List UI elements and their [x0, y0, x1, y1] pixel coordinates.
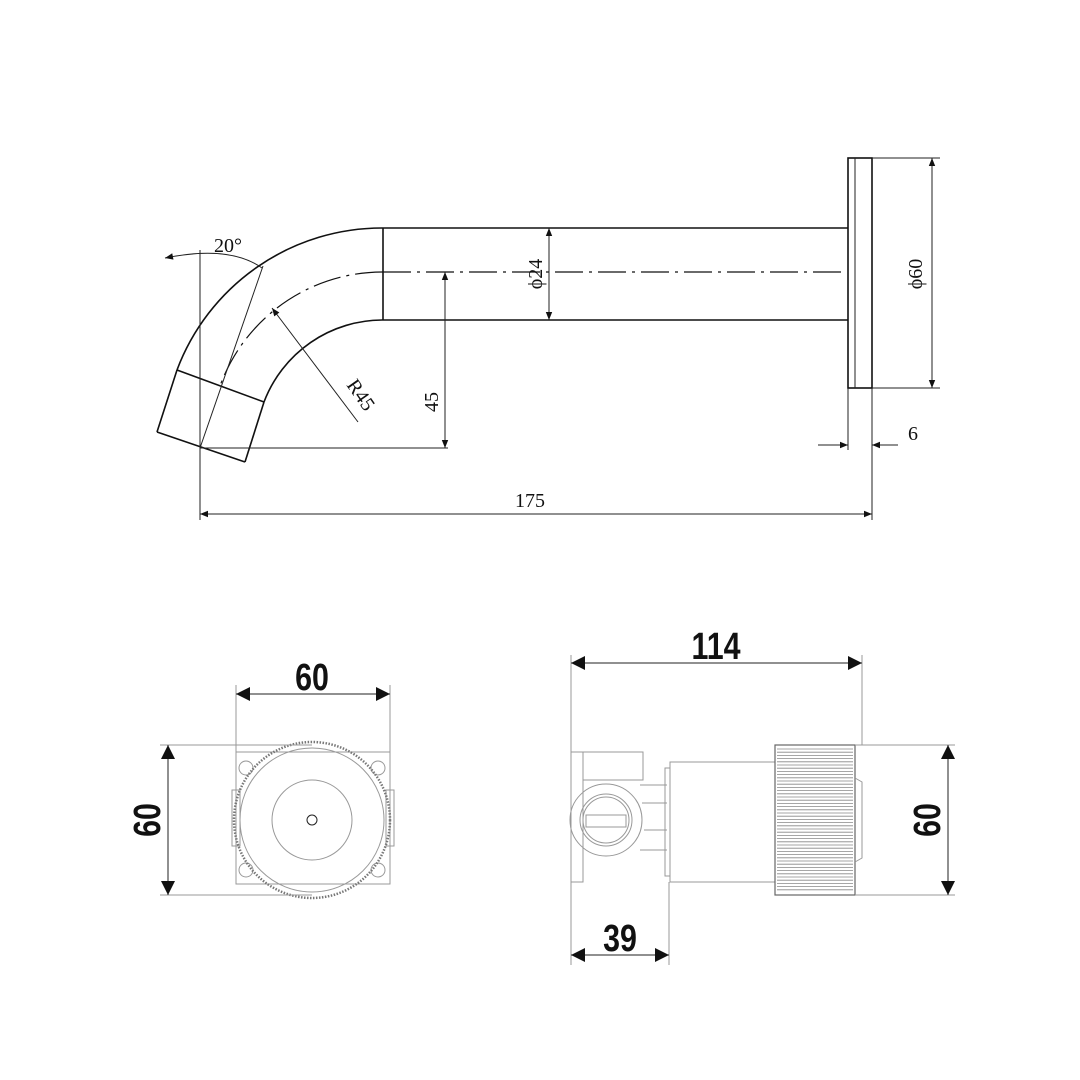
- valve-side-view: 114 60 39: [569, 626, 955, 965]
- spout-body: [156, 227, 848, 463]
- valve-length-label: 114: [691, 626, 740, 668]
- bend-radius-label: R45: [342, 375, 379, 415]
- valve-front-view: 60 60: [127, 657, 395, 900]
- front-width-label: 60: [295, 657, 329, 699]
- flange-diameter-label: ϕ60: [905, 259, 927, 290]
- angle-label: 20°: [214, 235, 242, 257]
- drop-height-label: 45: [421, 392, 443, 412]
- valve-height-label: 60: [907, 803, 949, 837]
- front-height-label: 60: [127, 803, 169, 837]
- flange-thickness-label: 6: [908, 423, 918, 445]
- knurled-handle: [774, 744, 856, 896]
- wall-flange: [847, 157, 873, 389]
- pipe-diameter-label: ϕ24: [525, 259, 547, 290]
- overall-length-label: 175: [515, 490, 545, 512]
- valve-offset-label: 39: [603, 918, 637, 960]
- spout-side-view: 20° ϕ24 ϕ60 R45 45 6 175: [156, 157, 940, 520]
